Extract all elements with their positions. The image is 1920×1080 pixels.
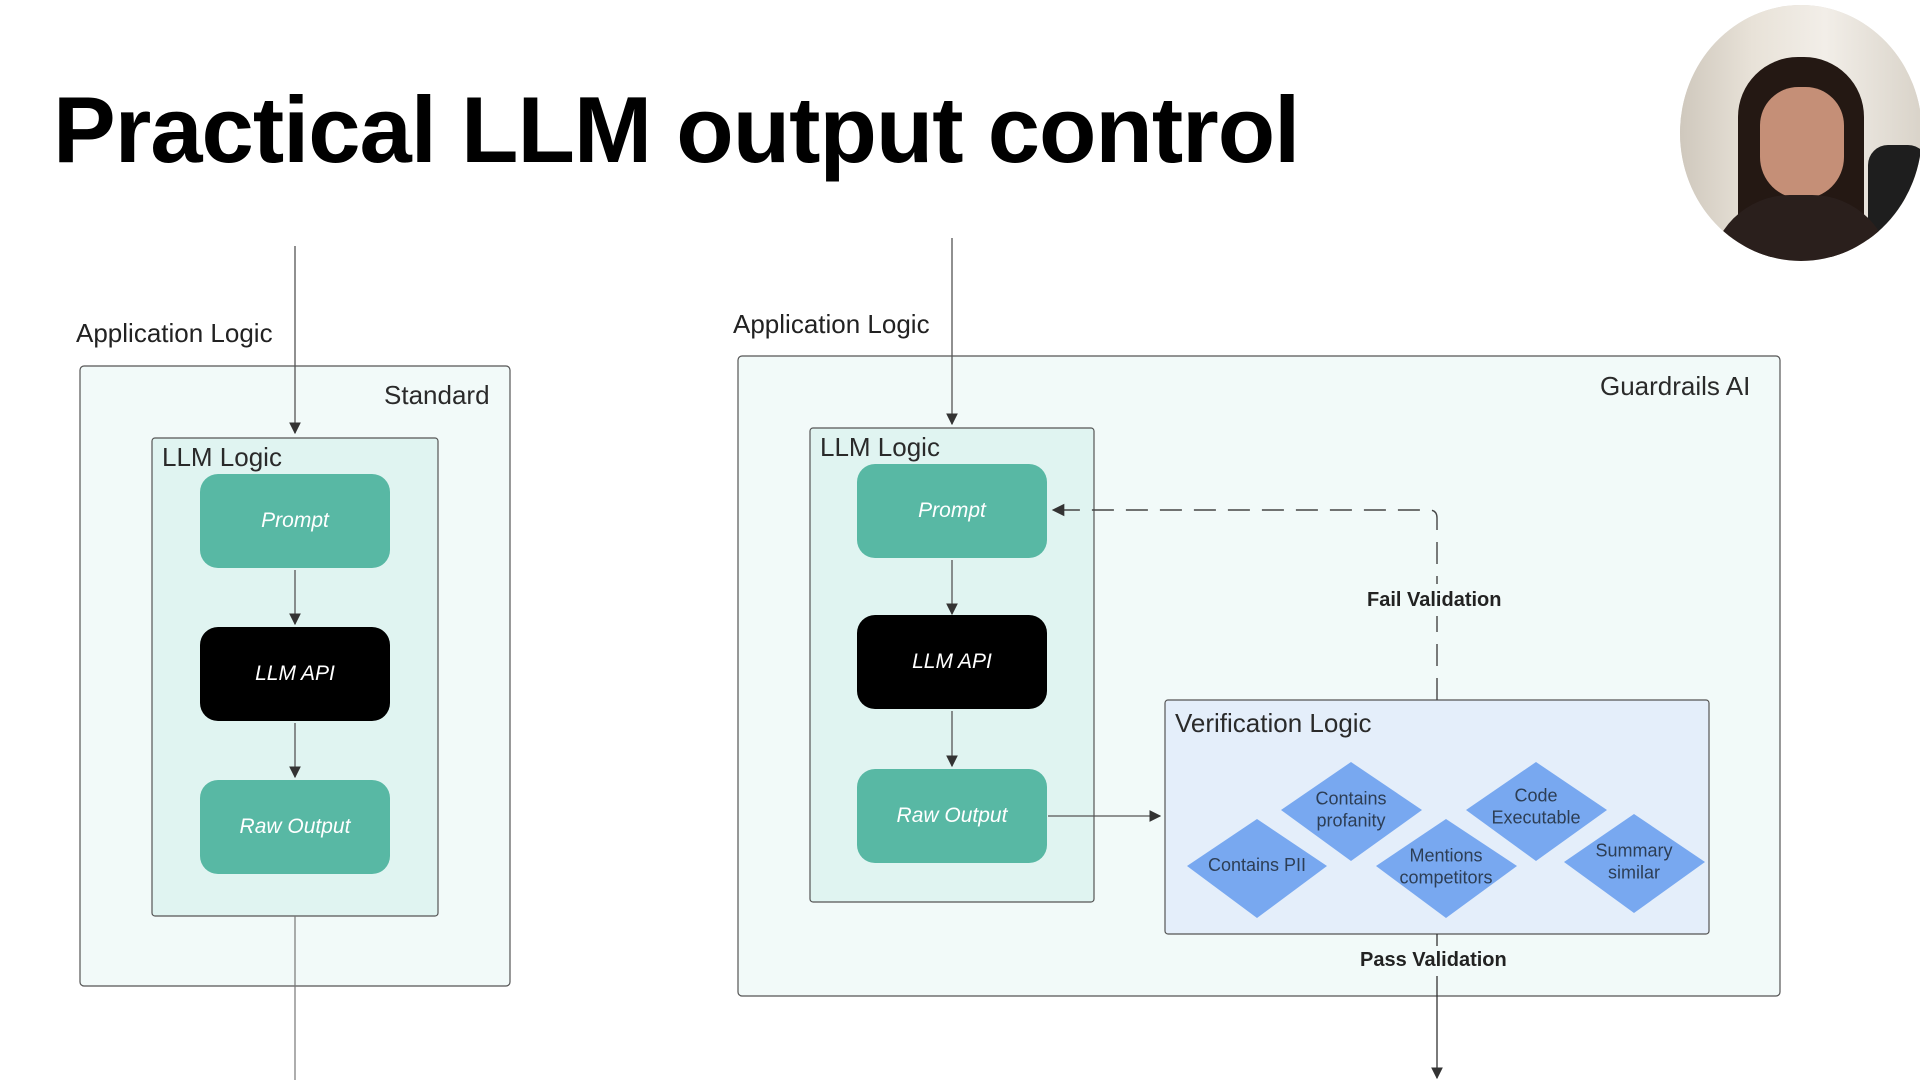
- standard-app-logic-label: Application Logic: [76, 318, 273, 348]
- fail-validation-label: Fail Validation: [1367, 589, 1502, 611]
- fail-validation-loop: [1051, 503, 1438, 700]
- check-diamond-summary-similar: [1564, 814, 1705, 913]
- check-label-contains-pii: Contains PII: [1207, 855, 1307, 876]
- pass-validation-label: Pass Validation: [1360, 949, 1507, 971]
- guardrails-prompt-node: Prompt: [857, 464, 1047, 558]
- standard-raw-output-node: Raw Output: [200, 780, 390, 874]
- presenter-avatar-icon: [1680, 5, 1920, 261]
- standard-container-label: Standard: [384, 380, 490, 410]
- check-diamond-code-executable: [1466, 762, 1607, 861]
- guardrails-llm-logic-label: LLM Logic: [820, 432, 940, 462]
- guardrails-app-logic-label: Application Logic: [733, 309, 930, 339]
- verification-logic-label: Verification Logic: [1175, 708, 1372, 738]
- standard-llm-api-node: LLM API: [200, 627, 390, 721]
- check-diamond-mentions-competitors: [1376, 819, 1517, 918]
- standard-llm-logic-label: LLM Logic: [162, 442, 282, 472]
- guardrails-llm-api-node: LLM API: [857, 615, 1047, 709]
- standard-prompt-node: Prompt: [200, 474, 390, 568]
- check-diamond-contains-profanity: [1281, 762, 1422, 861]
- guardrails-raw-output-node: Raw Output: [857, 769, 1047, 863]
- check-diamond-contains-pii: [1187, 819, 1327, 918]
- slide-title: Practical LLM output control: [53, 77, 1300, 182]
- guardrails-container-label: Guardrails AI: [1600, 371, 1751, 401]
